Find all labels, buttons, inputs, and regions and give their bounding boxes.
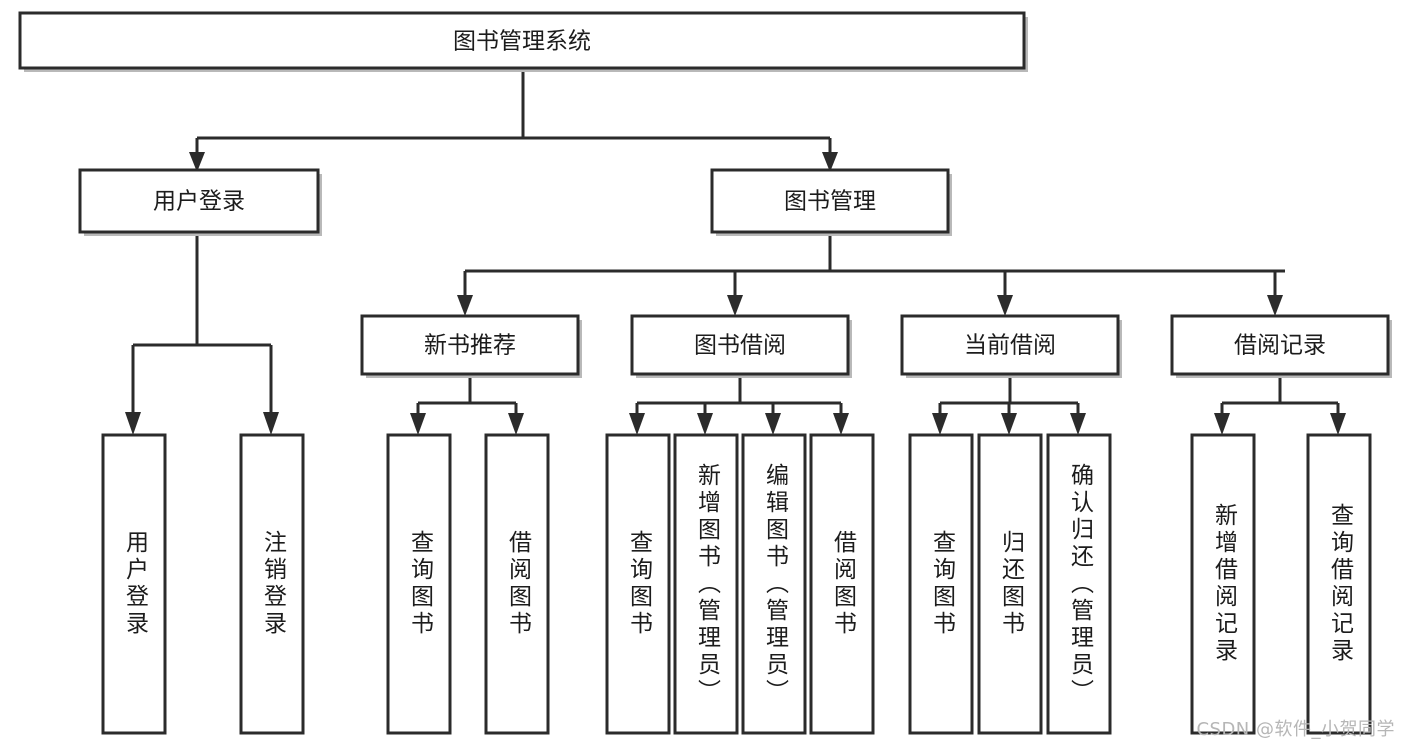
- arrow-cb-leaf3: [1070, 413, 1086, 435]
- leaf-user-login-label: 用户登录: [121, 530, 148, 638]
- leaf-borrow-book-bb[interactable]: 借阅图书: [811, 435, 873, 733]
- leaf-box-logout[interactable]: [239, 433, 305, 735]
- watermark: CSDN @软件_小贺同学: [1196, 719, 1395, 740]
- leaf-box-query-book-cb[interactable]: [908, 433, 974, 735]
- leaf-box-add-book-admin[interactable]: [673, 433, 739, 735]
- leaf-borrow-book-bb-label: 借阅图书: [829, 530, 856, 638]
- arrow-br-leaf1: [1214, 413, 1230, 435]
- node-new-book-recommend-box[interactable]: [360, 314, 580, 376]
- leaf-query-book-cb-label: 查询图书: [928, 530, 955, 638]
- leaf-query-book-bb-label: 查询图书: [625, 530, 652, 638]
- leaf-box-edit-book-admin[interactable]: [741, 433, 807, 735]
- node-user-login-box[interactable]: [78, 168, 320, 234]
- leaf-user-login[interactable]: 用户登录: [103, 435, 165, 733]
- arrow-bb-leaf4: [833, 413, 849, 435]
- arrow-cb-leaf1: [932, 413, 948, 435]
- node-root-box[interactable]: [18, 11, 1026, 70]
- arrow-nb-leaf2: [508, 413, 524, 435]
- leaf-add-borrow-record[interactable]: 新增借阅记录: [1192, 435, 1254, 733]
- arrow-to-book-mgmt: [822, 152, 838, 172]
- arrow-br-leaf2: [1330, 413, 1346, 435]
- arrow-to-borrow-books: [727, 295, 743, 316]
- leaf-borrow-book-nb-label: 借阅图书: [504, 530, 531, 638]
- node-current-borrow-label: 当前借阅: [964, 333, 1056, 359]
- leaf-box-layer: [101, 433, 1372, 735]
- leaf-query-book-cb[interactable]: 查询图书: [910, 435, 972, 733]
- leaf-edit-book-admin[interactable]: 编辑图书（管理员）: [743, 435, 805, 733]
- arrow-to-current-borrow: [997, 295, 1013, 316]
- leaf-return-book-label: 归还图书: [997, 530, 1024, 638]
- arrow-to-new-books: [457, 295, 473, 316]
- leaf-box-add-borrow-record[interactable]: [1190, 433, 1256, 735]
- node-new-book-recommend-label: 新书推荐: [424, 333, 516, 359]
- leaf-add-book-admin[interactable]: 新增图书（管理员）: [675, 435, 737, 733]
- node-root-label: 图书管理系统: [453, 29, 591, 55]
- leaf-query-borrow-record-label: 查询借阅记录: [1326, 503, 1353, 665]
- leaf-query-book-nb[interactable]: 查询图书: [388, 435, 450, 733]
- node-book-borrow-box[interactable]: [630, 314, 850, 376]
- node-book-borrow[interactable]: 图书借阅: [630, 314, 852, 378]
- arrow-leaf-logout: [263, 412, 279, 435]
- node-current-borrow-box[interactable]: [900, 314, 1120, 376]
- node-borrow-record-box[interactable]: [1170, 314, 1390, 376]
- node-user-login-label: 用户登录: [153, 189, 245, 215]
- node-borrow-record[interactable]: 借阅记录: [1170, 314, 1392, 378]
- leaf-box-query-book-bb[interactable]: [605, 433, 671, 735]
- node-new-book-recommend[interactable]: 新书推荐: [360, 314, 582, 378]
- leaf-edit-book-admin-label: 编辑图书（管理员）: [761, 462, 788, 706]
- node-borrow-record-label: 借阅记录: [1234, 333, 1326, 359]
- arrow-bb-leaf3: [765, 413, 781, 435]
- arrow-bb-leaf2: [697, 413, 713, 435]
- leaf-query-borrow-record[interactable]: 查询借阅记录: [1308, 435, 1370, 733]
- node-book-management-label: 图书管理: [784, 189, 876, 215]
- leaf-box-confirm-return-admin[interactable]: [1046, 433, 1112, 735]
- leaf-box-borrow-book-nb[interactable]: [484, 433, 550, 735]
- leaf-add-book-admin-label: 新增图书（管理员）: [693, 462, 720, 706]
- node-current-borrow[interactable]: 当前借阅: [900, 314, 1122, 378]
- arrow-nb-leaf1: [410, 413, 426, 435]
- arrow-cb-leaf2: [1001, 413, 1017, 435]
- leaf-confirm-return-admin-label: 确认归还（管理员）: [1066, 462, 1093, 706]
- node-book-management[interactable]: 图书管理: [710, 168, 952, 236]
- leaf-box-query-borrow-record[interactable]: [1306, 433, 1372, 735]
- arrow-leaf-user-login: [125, 412, 141, 435]
- leaf-add-borrow-record-label: 新增借阅记录: [1210, 503, 1237, 665]
- node-book-borrow-label: 图书借阅: [694, 333, 786, 359]
- leaf-box-user-login[interactable]: [101, 433, 167, 735]
- connector-layer: [125, 68, 1346, 435]
- leaf-return-book[interactable]: 归还图书: [979, 435, 1041, 733]
- leaf-query-book-bb[interactable]: 查询图书: [607, 435, 669, 733]
- arrow-bb-leaf1: [629, 413, 645, 435]
- leaf-box-query-book-nb[interactable]: [386, 433, 452, 735]
- node-book-management-box[interactable]: [710, 168, 950, 234]
- arrow-to-borrow-record: [1267, 295, 1283, 316]
- leaf-box-borrow-book-bb[interactable]: [809, 433, 875, 735]
- node-user-login[interactable]: 用户登录: [78, 168, 322, 236]
- leaf-box-return-book[interactable]: [977, 433, 1043, 735]
- leaf-query-book-nb-label: 查询图书: [406, 530, 433, 638]
- leaf-logout-label: 注销登录: [259, 530, 286, 638]
- node-root[interactable]: 图书管理系统: [18, 11, 1028, 72]
- leaf-logout[interactable]: 注销登录: [241, 435, 303, 733]
- leaf-confirm-return-admin[interactable]: 确认归还（管理员）: [1048, 435, 1110, 733]
- arrow-to-user-login: [189, 152, 205, 172]
- leaf-borrow-book-nb[interactable]: 借阅图书: [486, 435, 548, 733]
